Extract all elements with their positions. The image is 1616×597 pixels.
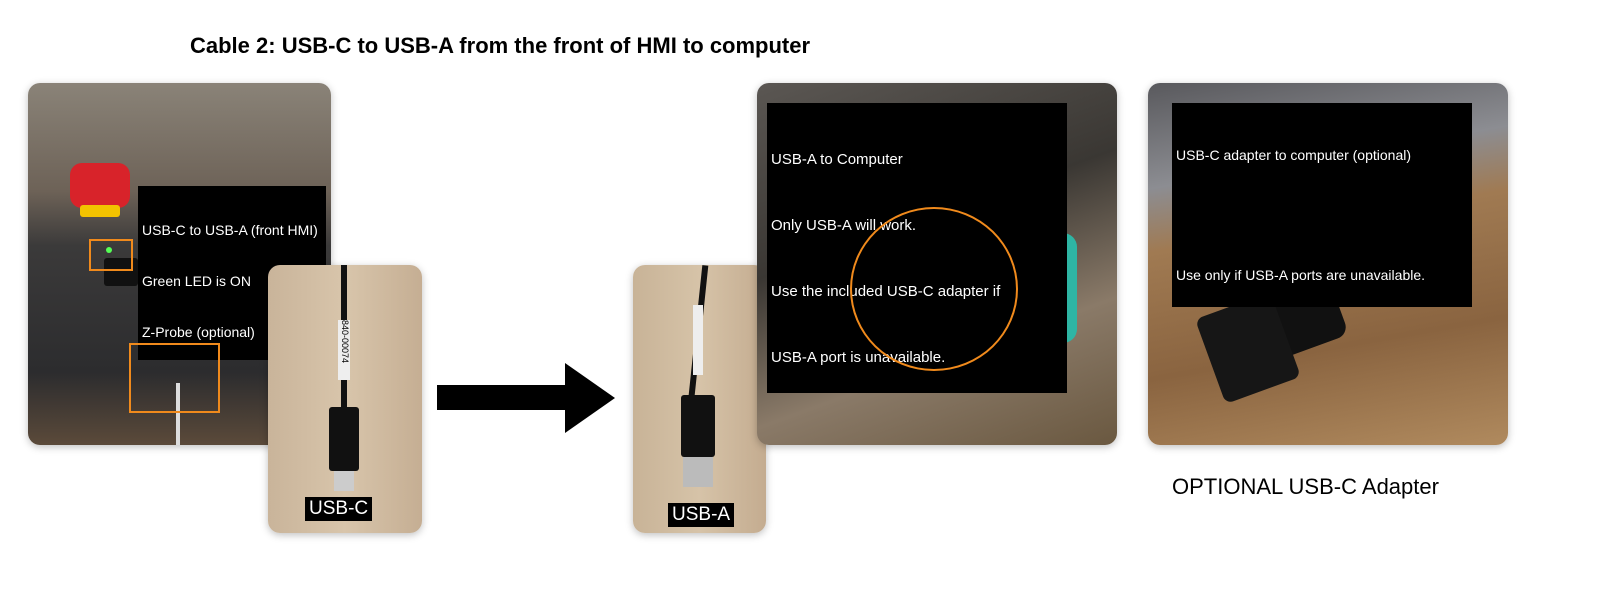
usb-c-label: USB-C (305, 497, 373, 521)
port-highlight-box (129, 343, 220, 413)
caption-line: Z-Probe (optional) (142, 324, 255, 340)
green-led (106, 247, 112, 253)
page-title: Cable 2: USB-C to USB-A from the front o… (190, 33, 811, 58)
caption-line: Green LED is ON (142, 273, 251, 289)
caption-line: USB-A to Computer (771, 151, 903, 168)
usb-c-connector (329, 407, 359, 471)
cable-tag: 840-00074 (338, 320, 350, 380)
emergency-stop (70, 163, 130, 208)
caption-line (1176, 205, 1468, 225)
adapter-caption-text: OPTIONAL USB-C Adapter (1172, 474, 1439, 499)
usb-a-connector (681, 395, 715, 457)
caption-line: Use only if USB-A ports are unavailable. (1176, 267, 1426, 283)
usb-a-photo (633, 265, 766, 533)
usb-c-photo: 840-00074 (268, 265, 422, 533)
caption-line: USB-C to USB-A (front HMI) (142, 222, 318, 238)
port-highlight-circle (850, 207, 1018, 371)
usb-a-label: USB-A (668, 503, 735, 527)
caption-line: USB-C adapter to computer (optional) (1176, 147, 1411, 163)
led-highlight-box (89, 239, 133, 271)
adapter-caption: USB-C adapter to computer (optional) Use… (1172, 103, 1472, 307)
arrow-right-icon (437, 363, 615, 433)
